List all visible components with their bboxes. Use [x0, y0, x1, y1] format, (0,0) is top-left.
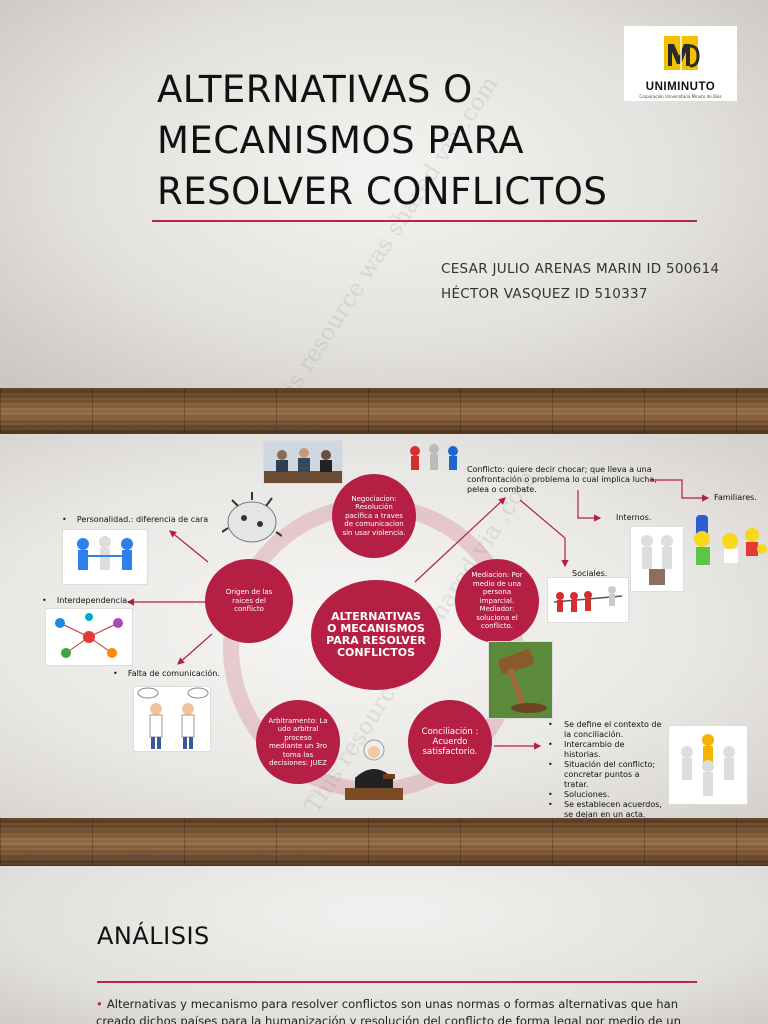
author-2: HÉCTOR VASQUEZ ID 510337 [441, 286, 648, 302]
download-note-top: This study source was downloaded by 1000… [24, 424, 322, 430]
step-5: •Se establecen acuerdos, se dejan en un … [548, 800, 662, 818]
node-conciliacion-label: Conciliación : Acuerdo satisfactorio. [421, 727, 479, 757]
analysis-title: ANÁLISIS [97, 922, 210, 950]
origin-personalidad: • Personalidad.: diferencia de cara [62, 515, 209, 524]
node-mediacion: Mediacion: Por medio de una persona impa… [455, 559, 539, 643]
node-origen-label: Origen de las raices del conflicto [225, 588, 273, 614]
type-internos: Internos. [616, 513, 652, 522]
download-note: This study source was downloaded by 1000… [24, 853, 322, 859]
team-pull-image [547, 577, 629, 623]
conflict-definition: Conflicto: quiere decir chocar; que llev… [467, 465, 657, 494]
slide-title: ALTERNATIVAS O MECANISMOS PARA RESOLVER … [157, 64, 717, 217]
step-5-text: Se establecen acuerdos, se dejan en un a… [564, 800, 662, 818]
title-line-2: MECANISMOS PARA [157, 119, 525, 162]
fight-cloud-image [221, 488, 283, 554]
teamwork-image [668, 725, 748, 805]
type-sociales: Sociales. [572, 569, 608, 578]
wood-divider [0, 388, 768, 434]
tug-icon [77, 536, 133, 570]
argument-icon [137, 687, 209, 749]
conciliation-steps: •Se define el contexto de la conciliació… [548, 720, 663, 818]
step-1-text: Se define el contexto de la conciliación… [564, 720, 662, 739]
type-familiares: Familiares. [714, 493, 757, 502]
node-arbitramento-label: Arbitramento: La udo arbitral proceso me… [268, 716, 328, 768]
node-arbitramento: Arbitramento: La udo arbitral proceso me… [256, 700, 340, 784]
fight-cloud-icon [221, 492, 283, 543]
figures-icon [410, 444, 458, 470]
internal-conflict-image [630, 526, 684, 592]
analysis-slide: ANÁLISIS •Alternativas y mecanismo para … [0, 866, 768, 1024]
analysis-divider [97, 981, 697, 983]
author-1: CESAR JULIO ARENAS MARIN ID 500614 [441, 261, 720, 277]
conflict-figures-image [405, 437, 463, 479]
network-figures-image [45, 608, 133, 666]
step-1: •Se define el contexto de la conciliació… [548, 720, 662, 739]
origin-comunicacion: • Falta de comunicación. [113, 669, 220, 678]
rope-icon [553, 586, 623, 612]
gavel-icon [489, 642, 552, 718]
step-4-text: Soluciones. [564, 790, 610, 799]
uniminuto-logo: UNIMINUTO Corporación Universitaria Minu… [624, 26, 737, 101]
node-mediacion-label: Mediacion: Por medio de una persona impa… [471, 571, 523, 631]
node-negociacion: Negociacion: Resolución pacifica a trave… [332, 474, 416, 558]
puzzle-figures-icon [641, 535, 673, 585]
analysis-body: •Alternativas y mecanismo para resolver … [96, 996, 706, 1024]
center-label: ALTERNATIVAS O MECANISMOS PARA RESOLVER … [326, 610, 426, 659]
circle-team-icon [681, 734, 735, 796]
business-meeting-image [263, 440, 343, 484]
step-2: •Intercambio de historias. [548, 740, 625, 759]
center-node: ALTERNATIVAS O MECANISMOS PARA RESOLVER … [311, 580, 441, 690]
analysis-text: Alternativas y mecanismo para resolver c… [96, 997, 681, 1024]
node-negociacion-label: Negociacion: Resolución pacifica a trave… [342, 494, 406, 537]
judge-icon [345, 739, 403, 800]
bullet-icon: • [96, 997, 103, 1011]
family-image [686, 509, 768, 571]
communication-image [133, 686, 211, 752]
logo-subtitle: Corporación Universitaria Minuto de Dios [639, 94, 722, 99]
origin-comunicacion-text: Falta de comunicación. [127, 669, 220, 678]
logo-name: UNIMINUTO [645, 81, 716, 93]
origin-personalidad-text: Personalidad.: diferencia de cara [76, 515, 209, 524]
title-line-3: RESOLVER CONFLICTOS [157, 170, 608, 213]
md-logo-icon [664, 34, 700, 74]
title-divider [152, 220, 697, 222]
title-line-1: ALTERNATIVAS O [157, 68, 473, 111]
pulling-figures-image [62, 529, 148, 585]
step-4: •Soluciones. [548, 790, 610, 799]
origin-interdependencia: • Interdependencia. [42, 596, 130, 605]
node-conciliacion: Conciliación : Acuerdo satisfactorio. [408, 700, 492, 784]
node-origen: Origen de las raices del conflicto [205, 559, 293, 643]
cartoon-family-icon [694, 515, 767, 565]
origin-interdependencia-text: Interdependencia. [56, 596, 130, 605]
network-icon [55, 613, 123, 658]
meeting-icon [264, 441, 342, 483]
step-2-text: Intercambio de historias. [564, 740, 625, 759]
title-slide: This resource was shared via .com ALTERN… [0, 0, 768, 388]
gavel-image [488, 641, 553, 719]
step-3: •Situación del conflicto; concretar punt… [548, 760, 656, 789]
mind-map-slide: This resource was shared via .com ALTERN… [0, 434, 768, 818]
step-3-text: Situación del conflicto; concretar punto… [564, 760, 656, 789]
judge-image [341, 734, 407, 804]
wood-divider-2: This study source was downloaded by 1000… [0, 818, 768, 866]
